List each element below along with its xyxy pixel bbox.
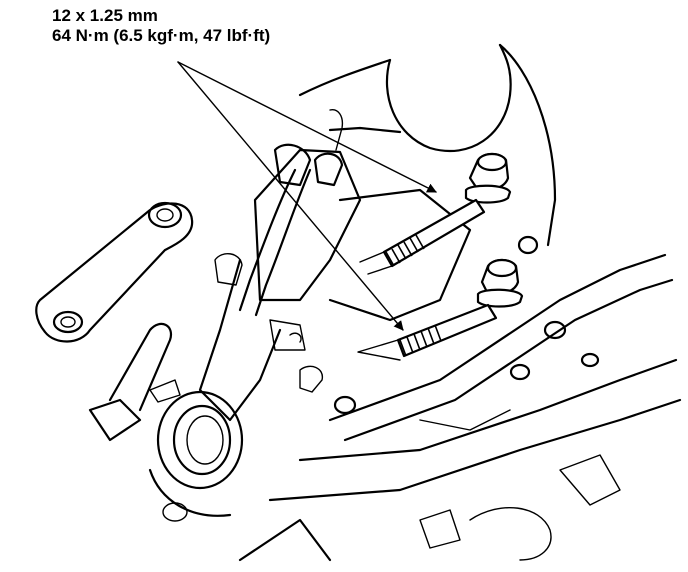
timing-cover (298, 43, 557, 247)
engine-mount-arm (35, 201, 194, 343)
torque-spec-label: 64 N·m (6.5 kgf·m, 47 lbf·ft) (52, 26, 271, 45)
upper-mounting-bolt (359, 152, 512, 275)
torque-callout: 12 x 1.25 mm 64 N·m (6.5 kgf·m, 47 lbf·f… (52, 6, 270, 46)
subframe-rail (238, 235, 682, 562)
leader-arrow-upper-bolt (177, 61, 437, 193)
lower-mounting-bolt (357, 258, 524, 361)
leader-arrow-lower-bolt (177, 61, 404, 331)
coolant-hose (214, 143, 344, 317)
bolt-size-label: 12 x 1.25 mm (52, 6, 158, 25)
pulley-assembly (88, 322, 244, 522)
leader-arrows (177, 61, 437, 331)
engine-block (198, 148, 472, 422)
